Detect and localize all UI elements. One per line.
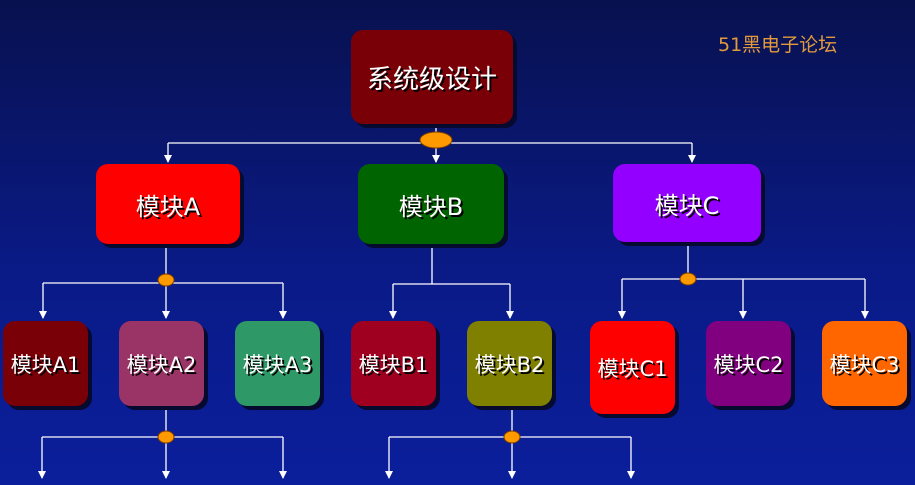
connector-b2-to-children	[385, 409, 635, 479]
node-module-b[interactable]: 模块B	[358, 164, 504, 244]
junction-c	[679, 272, 697, 286]
connector-b-to-children	[389, 246, 514, 319]
node-module-a2[interactable]: 模块A2	[119, 321, 204, 406]
node-module-a[interactable]: 模块A	[96, 164, 240, 244]
junction-a	[157, 273, 175, 287]
watermark-logo: 51黑电子论坛	[718, 34, 838, 56]
node-label: 模块C1	[597, 356, 668, 381]
node-label: 模块B2	[474, 352, 545, 377]
node-label: 模块A	[135, 192, 201, 221]
node-module-a1[interactable]: 模块A1	[3, 321, 88, 406]
junction-b2	[503, 430, 521, 444]
node-module-c2[interactable]: 模块C2	[706, 321, 791, 406]
connector-a2-to-children	[38, 409, 287, 479]
junction-root	[419, 131, 453, 149]
connector-c-to-children	[618, 244, 869, 319]
node-label: 模块A2	[126, 352, 197, 377]
node-module-a3[interactable]: 模块A3	[235, 321, 320, 406]
node-label: 模块C2	[713, 352, 784, 377]
node-label: 模块A3	[242, 352, 313, 377]
node-module-c3[interactable]: 模块C3	[822, 321, 907, 406]
node-module-c[interactable]: 模块C	[613, 164, 761, 242]
node-module-b1[interactable]: 模块B1	[351, 321, 436, 406]
node-label: 模块B1	[358, 352, 429, 377]
node-module-b2[interactable]: 模块B2	[467, 321, 552, 406]
node-module-c1[interactable]: 模块C1	[590, 321, 675, 414]
node-label: 模块C3	[829, 352, 900, 377]
node-label: 模块A1	[10, 352, 81, 377]
node-label: 系统级设计	[366, 64, 497, 95]
node-system-design[interactable]: 系统级设计	[351, 30, 513, 124]
junction-a2	[157, 430, 175, 444]
node-label: 模块C	[654, 191, 720, 220]
node-label: 模块B	[398, 192, 464, 221]
